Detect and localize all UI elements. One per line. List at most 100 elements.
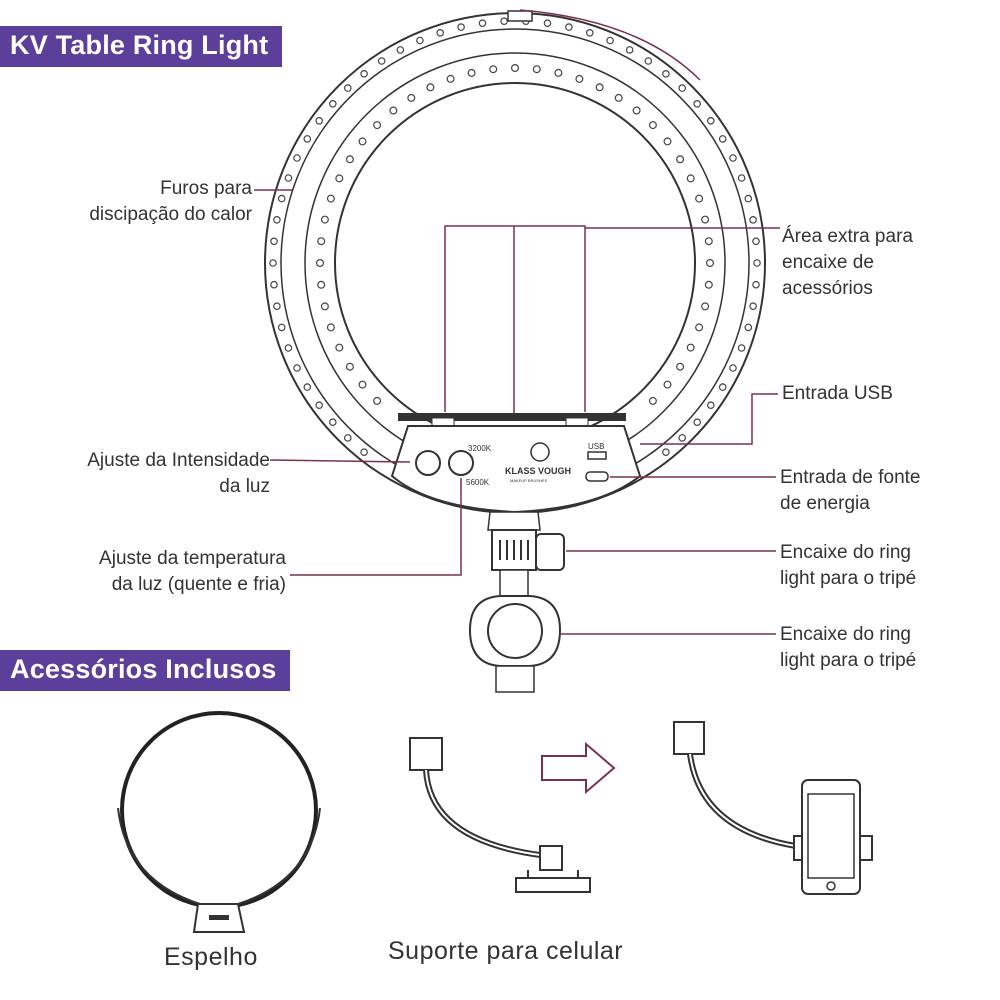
led-dot — [701, 215, 710, 224]
led-dot — [316, 259, 325, 268]
led-dot — [320, 302, 329, 311]
heat-vent-hole — [343, 84, 352, 92]
heat-vent-hole — [606, 36, 614, 45]
ring-light-body — [264, 10, 780, 693]
top-clip — [507, 10, 533, 22]
heat-vent-hole — [436, 28, 445, 37]
led-dot — [686, 174, 695, 183]
mount-neck — [487, 511, 541, 531]
heat-vent-hole — [729, 154, 737, 162]
heat-vent-hole — [625, 46, 634, 54]
heat-vent-hole — [273, 216, 281, 224]
heat-vent-hole — [718, 383, 727, 391]
mirror-stand-slot — [209, 915, 229, 920]
holder-clamp — [409, 737, 443, 771]
heat-vent-hole — [328, 418, 337, 427]
heat-vent-hole — [753, 259, 761, 267]
intensity-knob — [415, 450, 441, 476]
heat-vent-hole — [644, 57, 653, 65]
led-dot — [426, 83, 435, 92]
led-dot — [676, 155, 685, 164]
base-shelf — [398, 413, 626, 421]
led-dot — [358, 137, 367, 146]
heat-vent-hole — [360, 70, 368, 78]
led-dot — [648, 396, 657, 405]
heat-vent-hole — [678, 434, 687, 442]
led-dot — [648, 121, 657, 130]
led-dot — [575, 74, 584, 83]
led-dot — [704, 280, 713, 289]
usb-input-line-1: Entrada USB — [782, 383, 893, 404]
led-dot — [705, 259, 714, 268]
accessory-area-bars — [444, 225, 780, 416]
led-dot — [326, 323, 335, 332]
heat-vent-hole — [273, 302, 281, 311]
heat-vent-hole — [706, 401, 715, 410]
led-dot — [489, 65, 498, 74]
led-ring-inner — [334, 82, 696, 444]
tripod-thread — [495, 665, 535, 693]
led-dot — [373, 396, 382, 405]
heat-vent-hole — [744, 323, 753, 332]
led-dot — [335, 343, 344, 352]
led-dot — [358, 380, 367, 389]
temp-cold-label: 5600K — [466, 478, 490, 487]
heat-vent-hole — [749, 216, 757, 224]
heat-vents-line-2: discipação do calor — [89, 204, 252, 225]
led-dot — [532, 65, 541, 74]
power-input-label: Entrada de fonte de energia — [780, 465, 921, 517]
heat-vent-hole — [293, 364, 301, 372]
led-dot — [320, 215, 329, 224]
holder-gooseneck-2 — [687, 753, 797, 849]
led-dot — [686, 343, 695, 352]
power-port — [585, 471, 609, 482]
heat-vent-hole — [416, 36, 424, 45]
phone-clip-right — [859, 835, 873, 861]
heat-vent-hole — [693, 100, 702, 108]
tripod-mount-label-2: Encaixe do ring light para o tripé — [780, 622, 916, 674]
power-input-line-2: de energia — [780, 493, 870, 514]
accessory-area-line-3: acessórios — [782, 278, 873, 299]
temp-warm-label: 3200K — [468, 444, 492, 453]
led-dot — [345, 155, 354, 164]
temperature-line-2: da luz (quente e fria) — [111, 574, 286, 595]
holder-gooseneck-2-core — [689, 753, 797, 847]
led-dot — [335, 174, 344, 183]
heat-vent-hole — [693, 418, 702, 427]
usb-port — [587, 451, 607, 460]
intensity-line-2: da luz — [219, 476, 270, 497]
led-dot — [663, 137, 672, 146]
heat-vent-holes — [269, 17, 761, 457]
mirror-illustration — [117, 711, 321, 933]
led-dot — [373, 121, 382, 130]
leader-lines — [254, 9, 778, 635]
heat-vent-hole — [315, 401, 324, 410]
led-dot — [326, 194, 335, 203]
led-dot — [511, 63, 520, 72]
heat-vent-hole — [752, 237, 760, 246]
shelf-clip-right — [565, 417, 589, 427]
heat-vent-hole — [270, 237, 278, 246]
tripod-mount-1-line-1: Encaixe do ring — [780, 542, 911, 563]
tripod-mount-label-1: Encaixe do ring light para o tripé — [780, 540, 916, 592]
phone-screen — [807, 793, 855, 879]
heat-vent-hole — [500, 17, 508, 26]
intensity-label: Ajuste da Intensidade da luz — [87, 448, 270, 500]
heat-vent-hole — [729, 364, 737, 372]
heat-vent-hole — [678, 84, 687, 92]
heat-vent-hole — [315, 117, 324, 125]
power-input-line-1: Entrada de fonte — [780, 467, 921, 488]
heat-vent-hole — [270, 280, 278, 289]
led-dot — [614, 93, 623, 102]
holder-base — [515, 877, 591, 893]
heat-vent-hole — [269, 259, 277, 267]
tripod-mount-2-line-2: light para o tripé — [780, 650, 917, 671]
heat-vent-hole — [277, 323, 286, 332]
mirror-caption: Espelho — [164, 943, 258, 971]
heat-vent-hole — [585, 28, 594, 37]
heat-vent-hole — [543, 19, 552, 28]
temperature-label: Ajuste da temperatura da luz (quente e f… — [99, 546, 286, 598]
mount-knob — [535, 533, 565, 571]
heat-vent-hole — [457, 23, 465, 31]
